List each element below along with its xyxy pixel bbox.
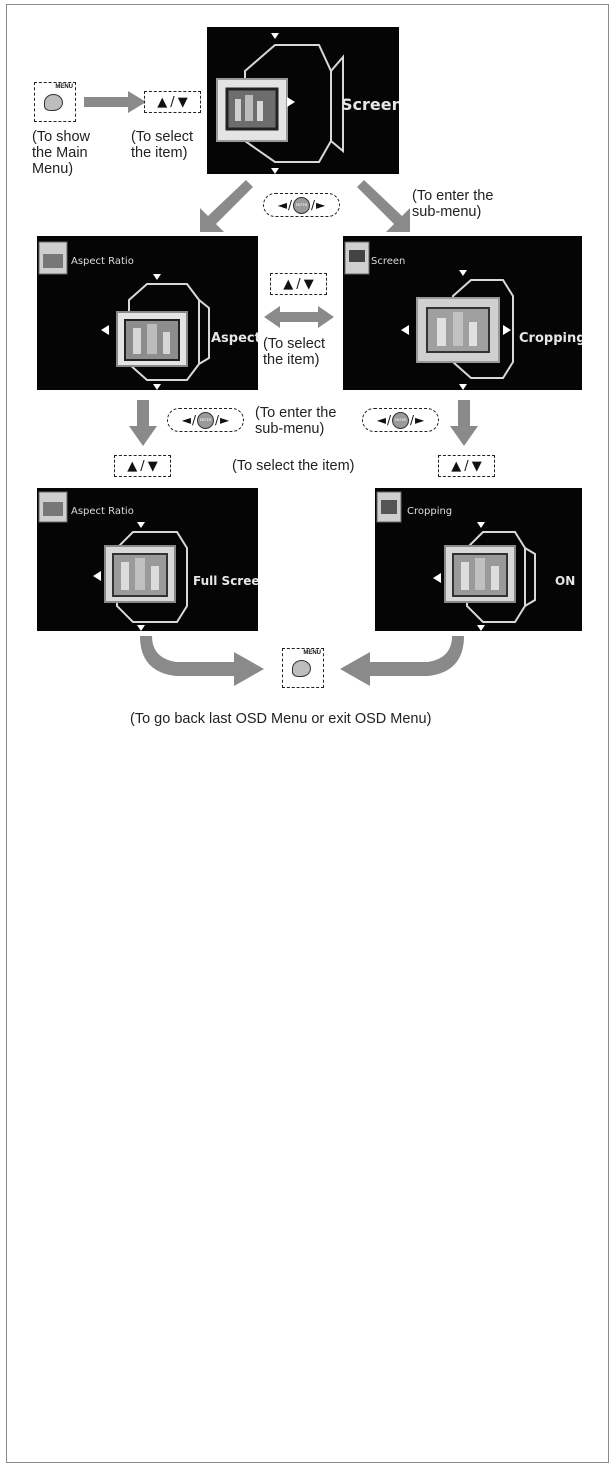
menu-button: MENU bbox=[34, 82, 76, 122]
slash-separator: / bbox=[464, 458, 469, 474]
hexagon-frame bbox=[216, 33, 344, 174]
down-arrow-icon: ▼ bbox=[177, 94, 188, 110]
screen-cropping-on: Cropping ON bbox=[375, 488, 582, 631]
screen-cropping-on-title: Cropping bbox=[407, 506, 453, 517]
label-go-back: (To go back last OSD Menu or exit OSD Me… bbox=[130, 711, 432, 727]
screen-cropping: Screen Cropping bbox=[343, 236, 582, 390]
screen-aspect-ratio-title: Aspect Ratio bbox=[71, 256, 134, 267]
label-select-item-middle: (To select the item) bbox=[263, 336, 326, 368]
screen-cropping-item: Cropping bbox=[519, 331, 582, 346]
curved-arrow-left bbox=[140, 636, 264, 686]
screen-cropping-title: Screen bbox=[371, 256, 406, 267]
arrow-down-right-column bbox=[450, 400, 478, 446]
menu-button-bottom: MENU bbox=[282, 648, 324, 688]
screen-cropping-on-item: ON bbox=[555, 574, 576, 588]
arrow-right-top bbox=[84, 91, 146, 113]
right-arrow-icon: ► bbox=[415, 413, 425, 427]
left-arrow-icon: ◄ bbox=[277, 198, 287, 212]
left-arrow-icon: ◄ bbox=[376, 413, 386, 427]
menu-button-caption: MENU bbox=[303, 650, 321, 656]
slash-separator: / bbox=[287, 198, 292, 212]
screen-main-menu: Screen bbox=[207, 27, 399, 174]
left-arrow-icon: ◄ bbox=[181, 413, 191, 427]
down-arrow-icon: ▼ bbox=[303, 276, 314, 292]
label-select-item-row: (To select the item) bbox=[232, 458, 355, 474]
slash-separator: / bbox=[410, 413, 415, 427]
cropping-graphic bbox=[344, 241, 514, 390]
page-frame bbox=[6, 4, 609, 1463]
slash-separator: / bbox=[386, 413, 391, 427]
left-enter-right-button-left: ◄/ENTER/► bbox=[167, 408, 244, 432]
label-select-item-top: (To select the item) bbox=[131, 129, 194, 161]
enter-icon: ENTER bbox=[392, 411, 409, 429]
full-screen-graphic bbox=[38, 491, 188, 631]
slash-separator: / bbox=[311, 198, 316, 212]
arrow-down-left-column bbox=[129, 400, 157, 446]
right-arrow-icon: ► bbox=[220, 413, 230, 427]
up-down-button-right: ▲ / ▼ bbox=[438, 455, 495, 477]
slash-separator: / bbox=[170, 94, 175, 110]
label-enter-submenu-top: (To enter the sub-menu) bbox=[412, 188, 494, 220]
up-down-button-left: ▲ / ▼ bbox=[114, 455, 171, 477]
left-enter-right-button-top: ◄/ENTER/► bbox=[263, 193, 340, 217]
screen-aspect-ratio-item: Aspect bbox=[211, 331, 258, 346]
up-arrow-icon: ▲ bbox=[127, 458, 138, 474]
slash-separator: / bbox=[296, 276, 301, 292]
left-enter-right-button-right: ◄/ENTER/► bbox=[362, 408, 439, 432]
up-down-button-top: ▲ / ▼ bbox=[144, 91, 201, 113]
enter-icon: ENTER bbox=[197, 411, 214, 429]
label-enter-submenu-middle: (To enter the sub-menu) bbox=[255, 405, 337, 437]
menu-button-caption: MENU bbox=[55, 84, 73, 90]
up-down-button-middle: ▲ / ▼ bbox=[270, 273, 327, 295]
screen-full-screen-title: Aspect Ratio bbox=[71, 506, 134, 517]
arrow-down-right bbox=[357, 180, 410, 232]
up-arrow-icon: ▲ bbox=[283, 276, 294, 292]
aspect-graphic bbox=[38, 241, 210, 390]
screen-main-item: Screen bbox=[341, 95, 399, 114]
menu-button-knob bbox=[44, 94, 63, 111]
double-arrow-horizontal bbox=[264, 306, 334, 328]
right-arrow-icon: ► bbox=[316, 198, 326, 212]
screen-aspect-ratio: Aspect Ratio Aspect bbox=[37, 236, 258, 390]
arrow-down-left bbox=[200, 180, 253, 232]
enter-icon: ENTER bbox=[293, 196, 310, 214]
menu-button-knob bbox=[292, 660, 311, 677]
slash-separator: / bbox=[191, 413, 196, 427]
screen-aspect-full-screen: Aspect Ratio Full Screen bbox=[37, 488, 258, 631]
down-arrow-icon: ▼ bbox=[471, 458, 482, 474]
label-show-main-menu: (To show the Main Menu) bbox=[32, 129, 91, 177]
slash-separator: / bbox=[140, 458, 145, 474]
up-arrow-icon: ▲ bbox=[451, 458, 462, 474]
down-arrow-icon: ▼ bbox=[147, 458, 158, 474]
up-arrow-icon: ▲ bbox=[157, 94, 168, 110]
curved-arrow-right bbox=[340, 636, 464, 686]
slash-separator: / bbox=[215, 413, 220, 427]
cropping-on-graphic bbox=[376, 491, 536, 631]
screen-full-screen-item: Full Screen bbox=[193, 574, 258, 588]
